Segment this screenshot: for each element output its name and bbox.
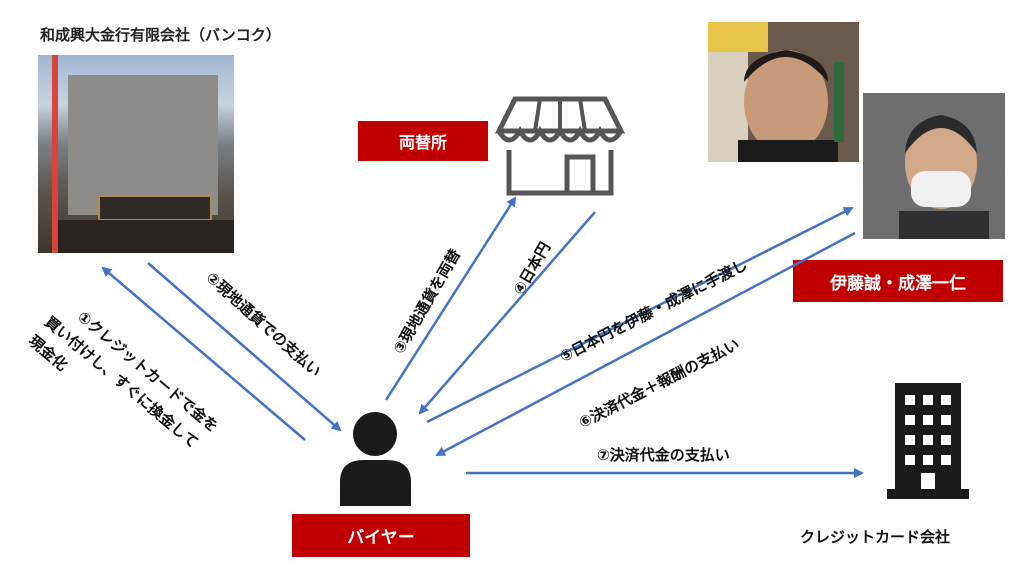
buyer-icon xyxy=(340,412,411,506)
person-photo-1 xyxy=(708,22,859,162)
arrow-1 xyxy=(101,266,306,441)
building-icon xyxy=(887,383,969,499)
store-photo xyxy=(38,55,234,253)
store-title: 和成興大金行有限会社（バンコク） xyxy=(40,26,281,44)
card-company-label: クレジットカード会社 xyxy=(800,528,951,546)
arrow-6 xyxy=(435,231,856,457)
exchange-label: 両替所 xyxy=(358,121,488,161)
buyer-label: バイヤー xyxy=(292,514,470,557)
person-photo-2 xyxy=(863,93,1005,239)
arrow-5 xyxy=(426,206,854,424)
arrow-3 xyxy=(384,196,517,401)
arrow-2 xyxy=(147,262,342,432)
store-icon xyxy=(495,96,625,196)
flow-7-label: ⑦決済代金の支払い xyxy=(597,446,730,464)
people-label: 伊藤誠・成澤一仁 xyxy=(793,260,1003,302)
arrow-4 xyxy=(418,211,596,415)
